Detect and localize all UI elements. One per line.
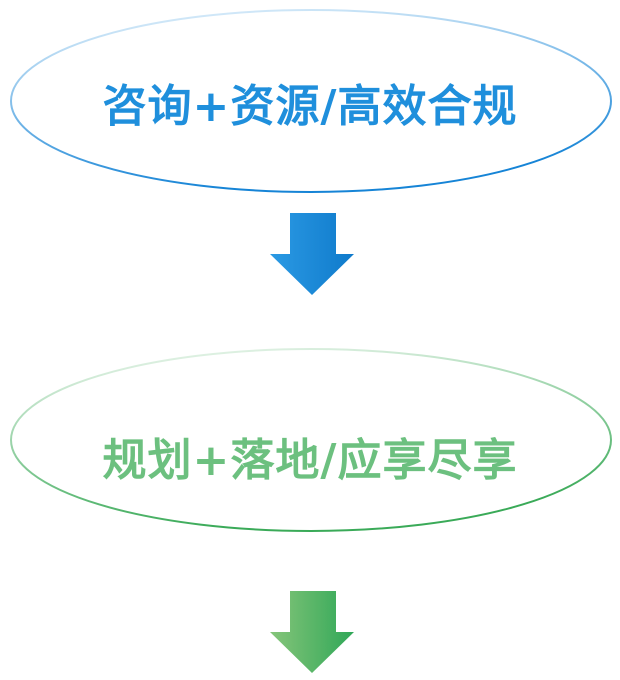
arrow-down-icon <box>270 591 354 673</box>
step-2-ellipse <box>10 348 612 532</box>
step-2-label: 规划+落地/应享尽享 <box>102 435 518 486</box>
arrow-down-icon <box>270 213 354 295</box>
step-1-label: 咨询+资源/高效合规 <box>102 81 518 132</box>
step-1-ellipse <box>10 9 612 193</box>
